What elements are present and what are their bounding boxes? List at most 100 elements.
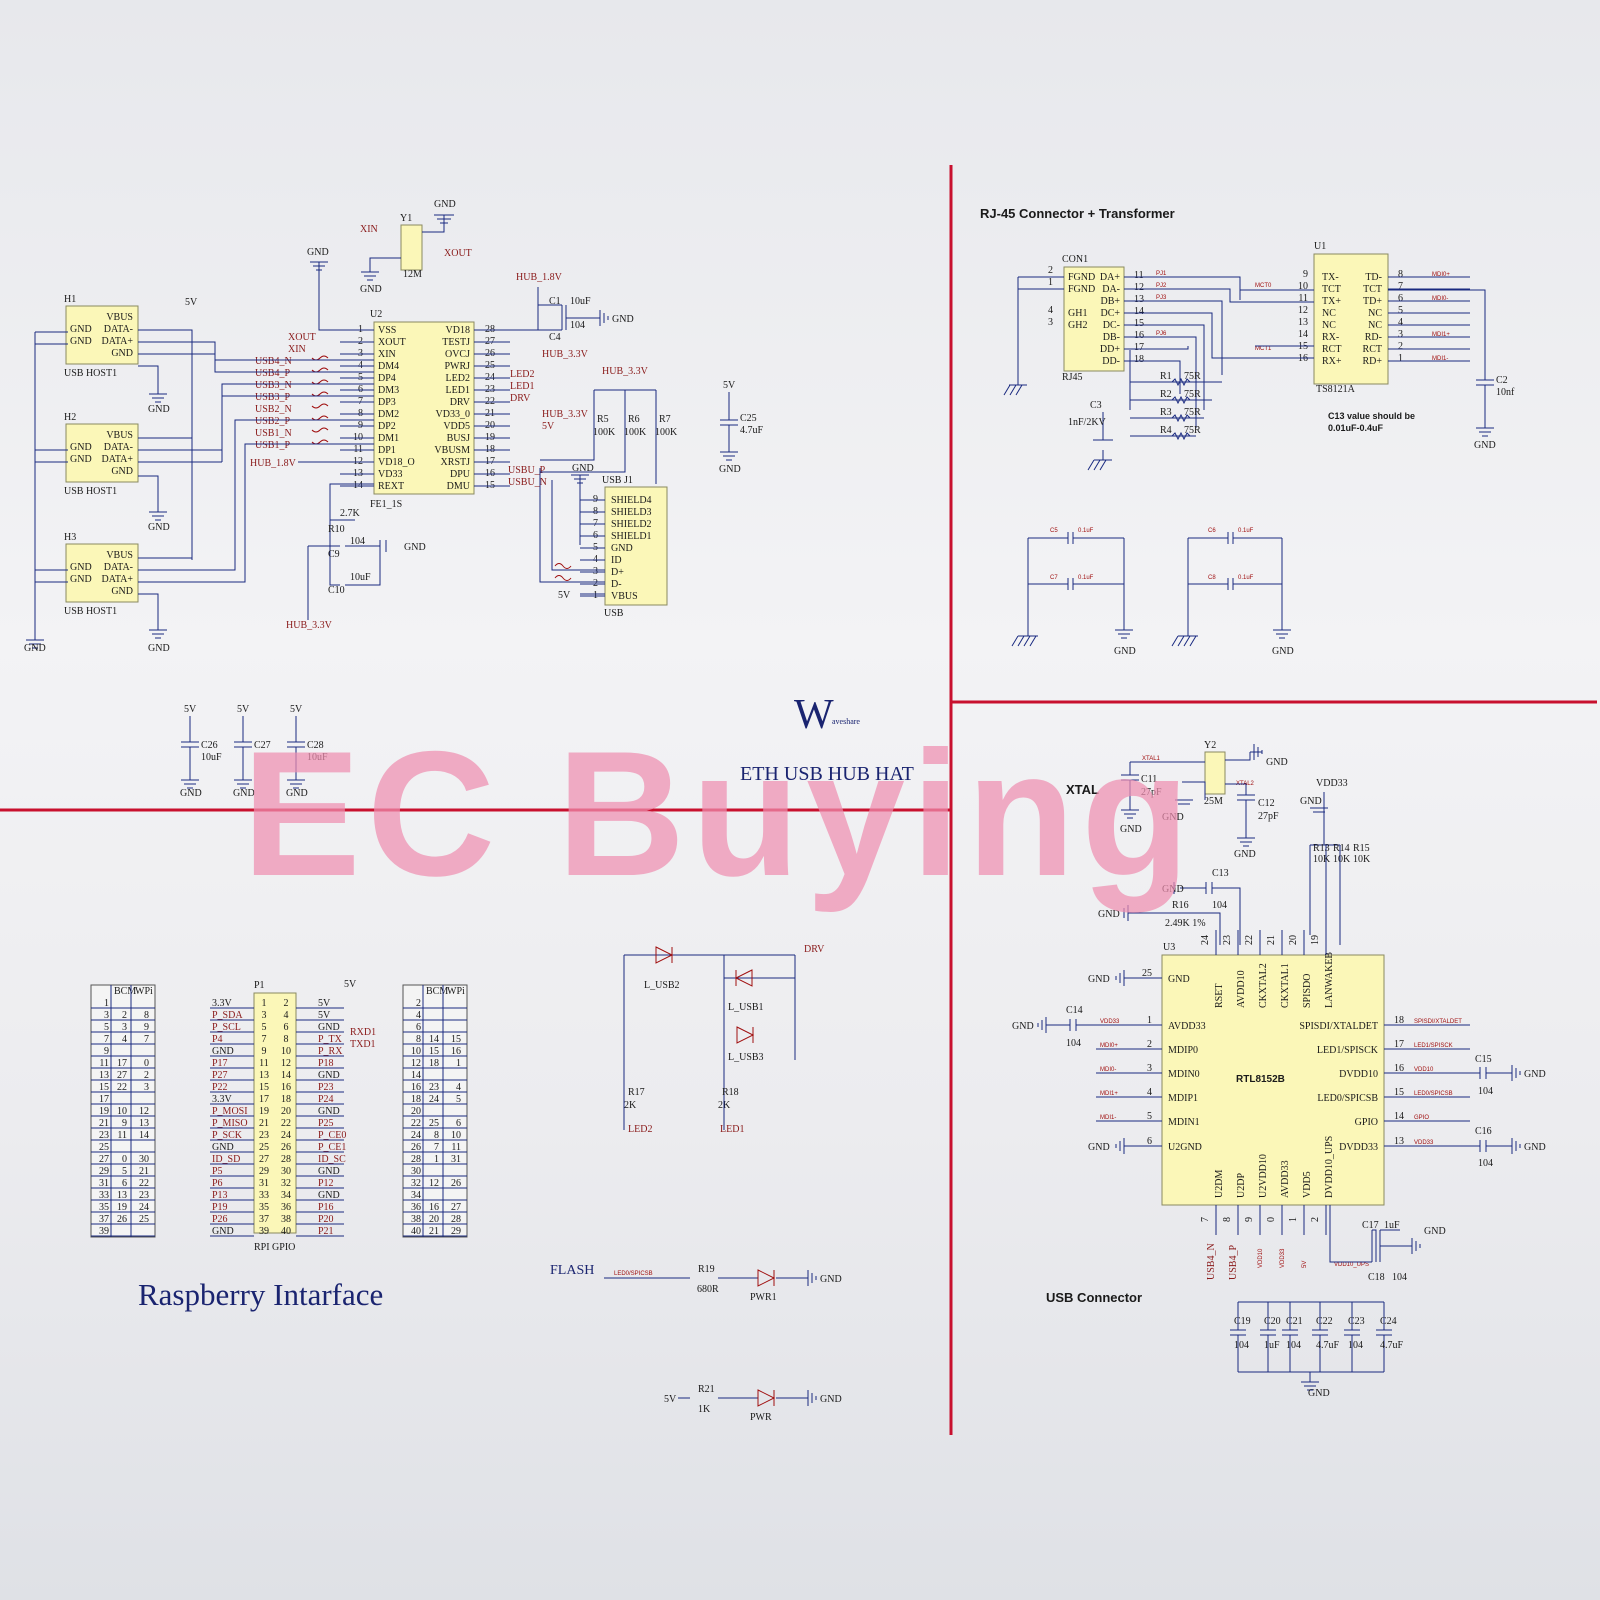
net-usb3_p: USB3_P xyxy=(255,392,290,403)
u3-pin-number: 14 xyxy=(1394,1111,1404,1122)
pin-table-pin-number: 27 xyxy=(99,1154,109,1165)
rj45-title: RJ-45 Connector + Transformer xyxy=(980,206,1175,221)
c4-value: 104 xyxy=(570,320,585,331)
u3-right-net: LED1/SPISCK xyxy=(1414,1043,1453,1049)
con1-pin-gh1: GH1 xyxy=(1068,308,1087,319)
bulk-cap-ref: C28 xyxy=(307,740,324,751)
pin-table-bcm: 13 xyxy=(117,1190,127,1201)
gnd-label: GND xyxy=(24,643,46,654)
rj45-resistor-value: 75R xyxy=(1184,425,1201,436)
decoupling-cap-ref: C24 xyxy=(1380,1316,1397,1327)
pin-table-bcm: 17 xyxy=(117,1058,127,1069)
pin-table-wpi: 21 xyxy=(139,1166,149,1177)
gpio-right-net: P25 xyxy=(318,1118,334,1129)
pin-table-bcm: 20 xyxy=(429,1214,439,1225)
gnd-label: GND xyxy=(286,788,308,799)
u3-pin-number: 8 xyxy=(1222,1217,1233,1222)
net-usbu-n: USBU_N xyxy=(508,477,547,488)
u3-pin-dvdd10: DVDD10 xyxy=(1339,1069,1378,1080)
pin-table-wpi: 14 xyxy=(139,1130,149,1141)
u3-pin-led0spicsb: LED0/SPICSB xyxy=(1317,1093,1378,1104)
gpio-pin-number: 35 xyxy=(259,1202,269,1213)
gpio-pin-number: 9 xyxy=(262,1046,267,1057)
u3-left-net: MDI0- xyxy=(1100,1067,1116,1073)
pin-table-bcm: 27 xyxy=(117,1070,127,1081)
gpio-txd1-net: TXD1 xyxy=(350,1039,376,1050)
pin-table-bcm: 1 xyxy=(434,1154,439,1165)
c25-5v: 5V xyxy=(723,380,736,391)
led-section: DRV L_USB2 L_USB1 L_USB3 R17 2K R18 2K L… xyxy=(550,944,842,1423)
decoupling-cap-symbol xyxy=(1230,1302,1246,1372)
usb-host-pin-data+: DATA+ xyxy=(101,574,133,585)
drv-net: DRV xyxy=(804,944,825,955)
c1-ref: C1 xyxy=(549,296,561,307)
diff-pair-mark xyxy=(311,439,329,445)
gpio-right-net: ID_SC xyxy=(318,1154,346,1165)
rtl8152b-section: XTAL Y2 25M XTAL1 XTAL2 C11 27pF C12 27p… xyxy=(1012,740,1546,1399)
gnd-label: GND xyxy=(148,522,170,533)
pwr-5v: 5V xyxy=(664,1394,677,1405)
con1-pin-da: DA- xyxy=(1102,284,1120,295)
gpio-left-net: P_SCK xyxy=(212,1130,243,1141)
pin-table-pin-number: 15 xyxy=(99,1082,109,1093)
decoupling-cap-value: 104 xyxy=(1348,1340,1363,1351)
pin-table-pin-number: 31 xyxy=(99,1178,109,1189)
gpio-right-net: P_TX xyxy=(318,1034,343,1045)
u3-pin-number: 15 xyxy=(1394,1087,1404,1098)
gpio-left-net: 3.3V xyxy=(212,998,233,1009)
r7-value: 100K xyxy=(655,427,678,438)
y1-ref: Y1 xyxy=(400,213,412,224)
pin-table-wpi: 25 xyxy=(139,1214,149,1225)
c5-value: 0.1uF xyxy=(1078,528,1094,534)
decoupling-cap-value: 104 xyxy=(1286,1340,1301,1351)
c6-value: 0.1uF xyxy=(1238,528,1254,534)
con1-pin-number: 17 xyxy=(1134,342,1144,353)
usb-host-pin-gnd: GND xyxy=(70,324,92,335)
y2-value: 25M xyxy=(1204,796,1223,807)
con1-pin-number: 1 xyxy=(1048,277,1053,288)
usb-host-pin-vbus: VBUS xyxy=(106,430,133,441)
gpio-left-net: P_SDA xyxy=(212,1010,243,1021)
u3-bottom-net: USB4_P xyxy=(1228,1245,1239,1280)
pin-table-pin-number: 14 xyxy=(411,1070,421,1081)
diff-pair-mark xyxy=(311,355,329,361)
con1-pin-number: 3 xyxy=(1048,317,1053,328)
u1-pin-number: 7 xyxy=(1398,281,1403,292)
c13-note-line1: C13 value should be xyxy=(1328,411,1415,421)
u1-pin-tct: TCT xyxy=(1322,284,1341,295)
pin-table-pin-number: 32 xyxy=(411,1178,421,1189)
decoupling-cap-value: 104 xyxy=(1234,1340,1249,1351)
c7-value: 0.1uF xyxy=(1078,575,1094,581)
gpio-rxd1-net: RXD1 xyxy=(350,1027,376,1038)
u2-pin-xin: XIN xyxy=(378,349,396,360)
r14-value: 10K xyxy=(1333,854,1351,865)
pin-table-pin-number: 24 xyxy=(411,1130,421,1141)
usb-host-box xyxy=(65,305,139,365)
c9-value: 104 xyxy=(350,536,365,547)
gpio-pin-number: 18 xyxy=(281,1094,291,1105)
u3-pin-number: 16 xyxy=(1394,1063,1404,1074)
c16-value: 104 xyxy=(1478,1158,1493,1169)
pin-table-wpi: 27 xyxy=(451,1202,461,1213)
pin-table-bcm: 4 xyxy=(122,1034,127,1045)
pin-table-col-line xyxy=(110,985,132,1237)
c17-value: 1uF xyxy=(1384,1220,1400,1231)
pin-table-pin-number: 20 xyxy=(411,1106,421,1117)
u3-pin-number: 0 xyxy=(1266,1217,1277,1222)
pin-table-wpi: 23 xyxy=(139,1190,149,1201)
diff-pair-mark xyxy=(311,379,329,385)
gpio-pin-number: 23 xyxy=(259,1130,269,1141)
u2-pin-vd18_o: VD18_O xyxy=(378,457,415,468)
gpio-left-net: GND xyxy=(212,1046,234,1057)
u1-pin-rd: RD+ xyxy=(1362,356,1382,367)
u3-pin-number: 24 xyxy=(1200,935,1211,945)
flash-net: LED0/SPICSB xyxy=(614,1271,653,1277)
usb-host-pin-gnd: GND xyxy=(70,562,92,573)
pwr1-label: PWR1 xyxy=(750,1292,777,1303)
u2-pin-pwrj: PWRJ xyxy=(444,361,470,372)
decoupling-cap-ref: C19 xyxy=(1234,1316,1251,1327)
r10-ref: R10 xyxy=(328,524,345,535)
con1-pin-db: DB- xyxy=(1103,332,1120,343)
gpio-pin-number: 27 xyxy=(259,1154,269,1165)
